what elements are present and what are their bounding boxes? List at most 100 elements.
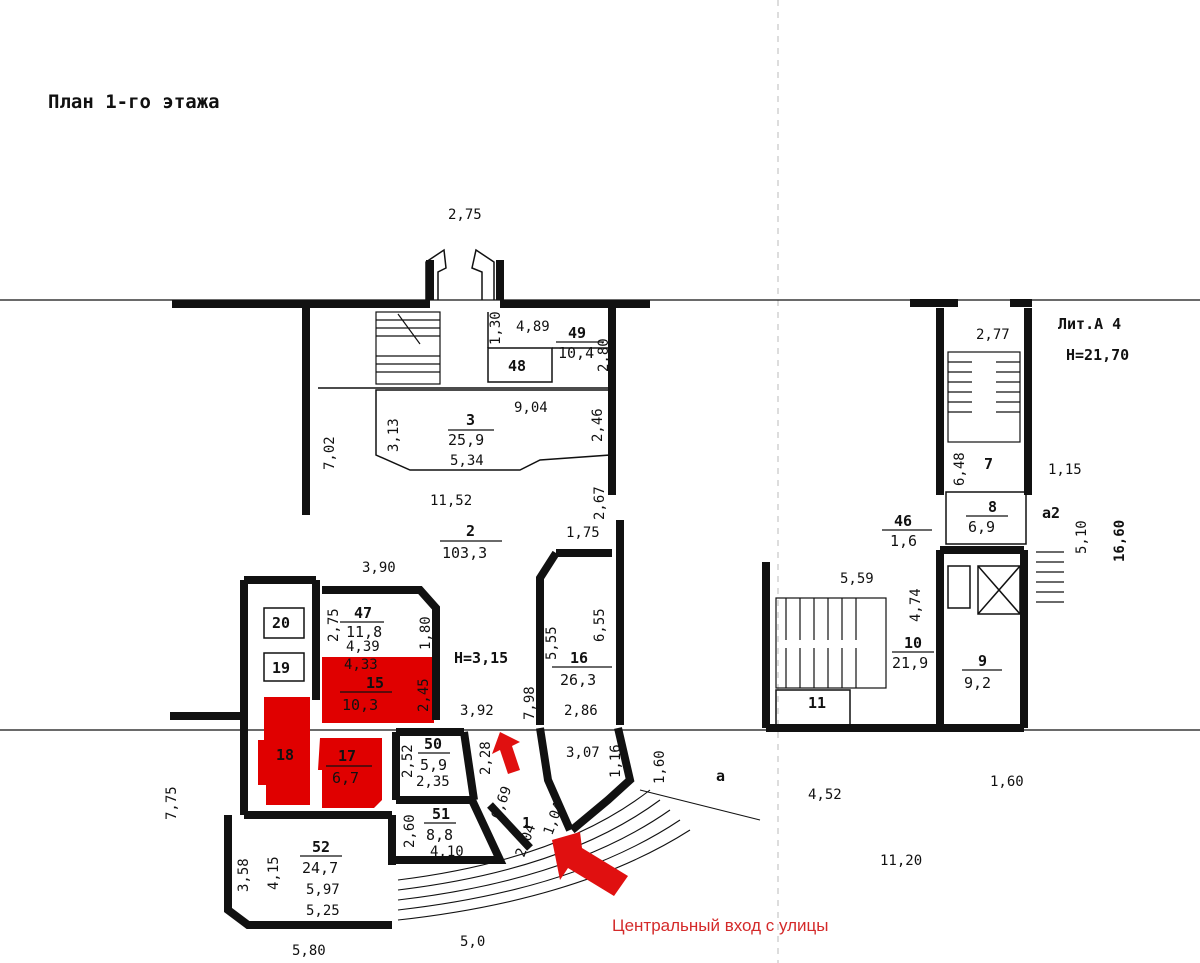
side-stairs: [1036, 551, 1064, 603]
room-10-number: 10: [904, 634, 922, 652]
dim-2-86: 2,86: [564, 703, 598, 719]
dim-7-02: 7,02: [322, 436, 338, 470]
room-17-highlight: [318, 738, 382, 808]
room-49-area: 10,4: [558, 344, 594, 362]
dim-2-75-r47: 2,75: [326, 608, 342, 642]
room-18-highlight: [258, 697, 310, 805]
dim-4-33: 4,33: [344, 657, 378, 673]
dim-16-60: 16,60: [1112, 520, 1128, 562]
room-1-number: 1: [522, 814, 531, 832]
lift-boxes-right: [947, 565, 1021, 615]
room-50-area: 5,9: [420, 756, 447, 774]
room-46-number: 46: [894, 512, 912, 530]
dim-5-0: 5,0: [460, 934, 485, 950]
dim-5-55: 5,55: [544, 626, 560, 660]
dim-1-75: 1,75: [566, 525, 600, 541]
total-height-label: Н=21,70: [1066, 346, 1129, 364]
dim-4-15: 4,15: [266, 856, 282, 890]
room-47-number: 47: [354, 604, 372, 622]
room-52-number: 52: [312, 838, 330, 856]
dim-9-04: 9,04: [514, 400, 548, 416]
room-48-number: 48: [508, 357, 526, 375]
room-50-number: 50: [424, 735, 442, 753]
dim-2-04: 2,04: [513, 822, 540, 859]
room-16-number: 16: [570, 649, 588, 667]
dim-2-28: 2,28: [478, 741, 494, 775]
room-15-area: 10,3: [342, 696, 378, 714]
room-52-area: 24,7: [302, 859, 338, 877]
stair-right: [947, 351, 1021, 443]
room-7-number: 7: [984, 455, 993, 473]
room-3-outline: [375, 389, 611, 471]
room-20-number: 20: [272, 614, 290, 632]
dim-1-60-r: 1,60: [990, 774, 1024, 790]
dim-5-97: 5,97: [306, 882, 340, 898]
dim-2-45: 2,45: [416, 678, 432, 712]
entrance-arrow-small: [492, 732, 520, 774]
dim-6-48: 6,48: [952, 452, 968, 486]
dim-4-89: 4,89: [516, 319, 550, 335]
dim-1-15: 1,15: [1048, 462, 1082, 478]
dim-3-07: 3,07: [566, 745, 600, 761]
dim-11-52: 11,52: [430, 493, 472, 509]
dim-11-20: 11,20: [880, 853, 922, 869]
room-11-number: 11: [808, 694, 826, 712]
lit-label: Лит.А 4: [1058, 315, 1121, 333]
plan-title: План 1-го этажа: [48, 91, 220, 113]
dim-4-10: 4,10: [430, 844, 464, 860]
room-15-number: 15: [366, 674, 384, 692]
dim-2-35: 2,35: [416, 774, 450, 790]
entrance-arrow-big: [552, 832, 628, 896]
stair-middle: [775, 597, 887, 689]
dim-3-13: 3,13: [386, 418, 402, 452]
room-16-area: 26,3: [560, 671, 596, 689]
dim-1-30: 1,30: [488, 311, 504, 345]
room-8-outline: [945, 491, 1027, 545]
room-49-wall: [487, 312, 610, 349]
dim-5-25: 5,25: [306, 903, 340, 919]
room-labels: 1 2 103,3 3 25,9 7 8 6,9 9 9,2 10 21,9 1…: [272, 324, 1060, 877]
entrance-steps: [397, 789, 761, 921]
dim-4-74: 4,74: [908, 588, 924, 622]
room-51-area: 8,8: [426, 826, 453, 844]
room-3-area: 25,9: [448, 431, 484, 449]
room-19-number: 19: [272, 659, 290, 677]
dim-1-16: 1,16: [608, 744, 624, 778]
dim-0-69: 0,69: [489, 784, 516, 821]
dim-2-60: 2,60: [402, 814, 418, 848]
dim-3-90: 3,90: [362, 560, 396, 576]
room-3-number: 3: [466, 411, 475, 429]
room-2-area: 103,3: [442, 544, 487, 562]
dim-2-77: 2,77: [976, 327, 1010, 343]
dim-5-59: 5,59: [840, 571, 874, 587]
room-49-number: 49: [568, 324, 586, 342]
room-51-number: 51: [432, 805, 450, 823]
inner-height-label: Н=3,15: [454, 649, 508, 667]
dim-1-60-a: 1,60: [652, 750, 668, 784]
room-15-highlight: [322, 657, 434, 723]
room-2-number: 2: [466, 522, 475, 540]
room-9-area: 9,2: [964, 674, 991, 692]
room-20-outline: [263, 607, 305, 639]
dim-2-46: 2,46: [590, 408, 606, 442]
room-19-outline: [263, 652, 305, 682]
room-9-number: 9: [978, 652, 987, 670]
dim-3-58: 3,58: [236, 858, 252, 892]
room-47-area: 11,8: [346, 623, 382, 641]
room-18-number: 18: [276, 746, 294, 764]
room-11-outline: [775, 689, 851, 727]
right-building-walls: [762, 299, 1032, 732]
area-a-label: а: [716, 767, 725, 785]
stair-top: [375, 311, 441, 385]
area-a2-label: а2: [1042, 504, 1060, 522]
dim-2-52: 2,52: [400, 744, 416, 778]
dim-4-52: 4,52: [808, 787, 842, 803]
top-bay-outline: [425, 248, 447, 300]
dim-5-80: 5,80: [292, 943, 326, 959]
dim-3-92: 3,92: [460, 703, 494, 719]
dim-4-39: 4,39: [346, 639, 380, 655]
dim-7-75: 7,75: [164, 786, 180, 820]
exterior-walls: [170, 260, 650, 929]
room-17-area: 6,7: [332, 769, 359, 787]
